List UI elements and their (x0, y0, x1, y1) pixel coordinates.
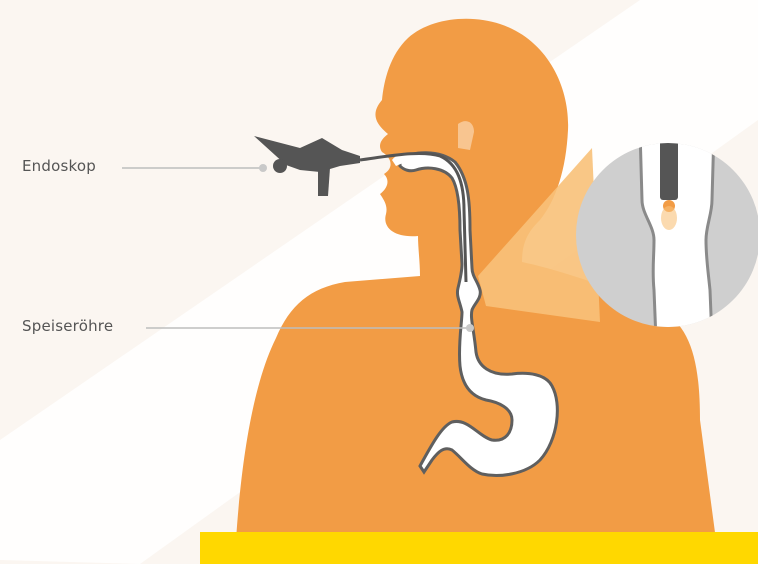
label-speiseroehre: Speiseröhre (22, 317, 113, 335)
label-endoskop: Endoskop (22, 157, 96, 175)
caption-bar (200, 532, 758, 564)
endoscope-handle (254, 136, 360, 196)
leader-endoskop (122, 164, 267, 172)
